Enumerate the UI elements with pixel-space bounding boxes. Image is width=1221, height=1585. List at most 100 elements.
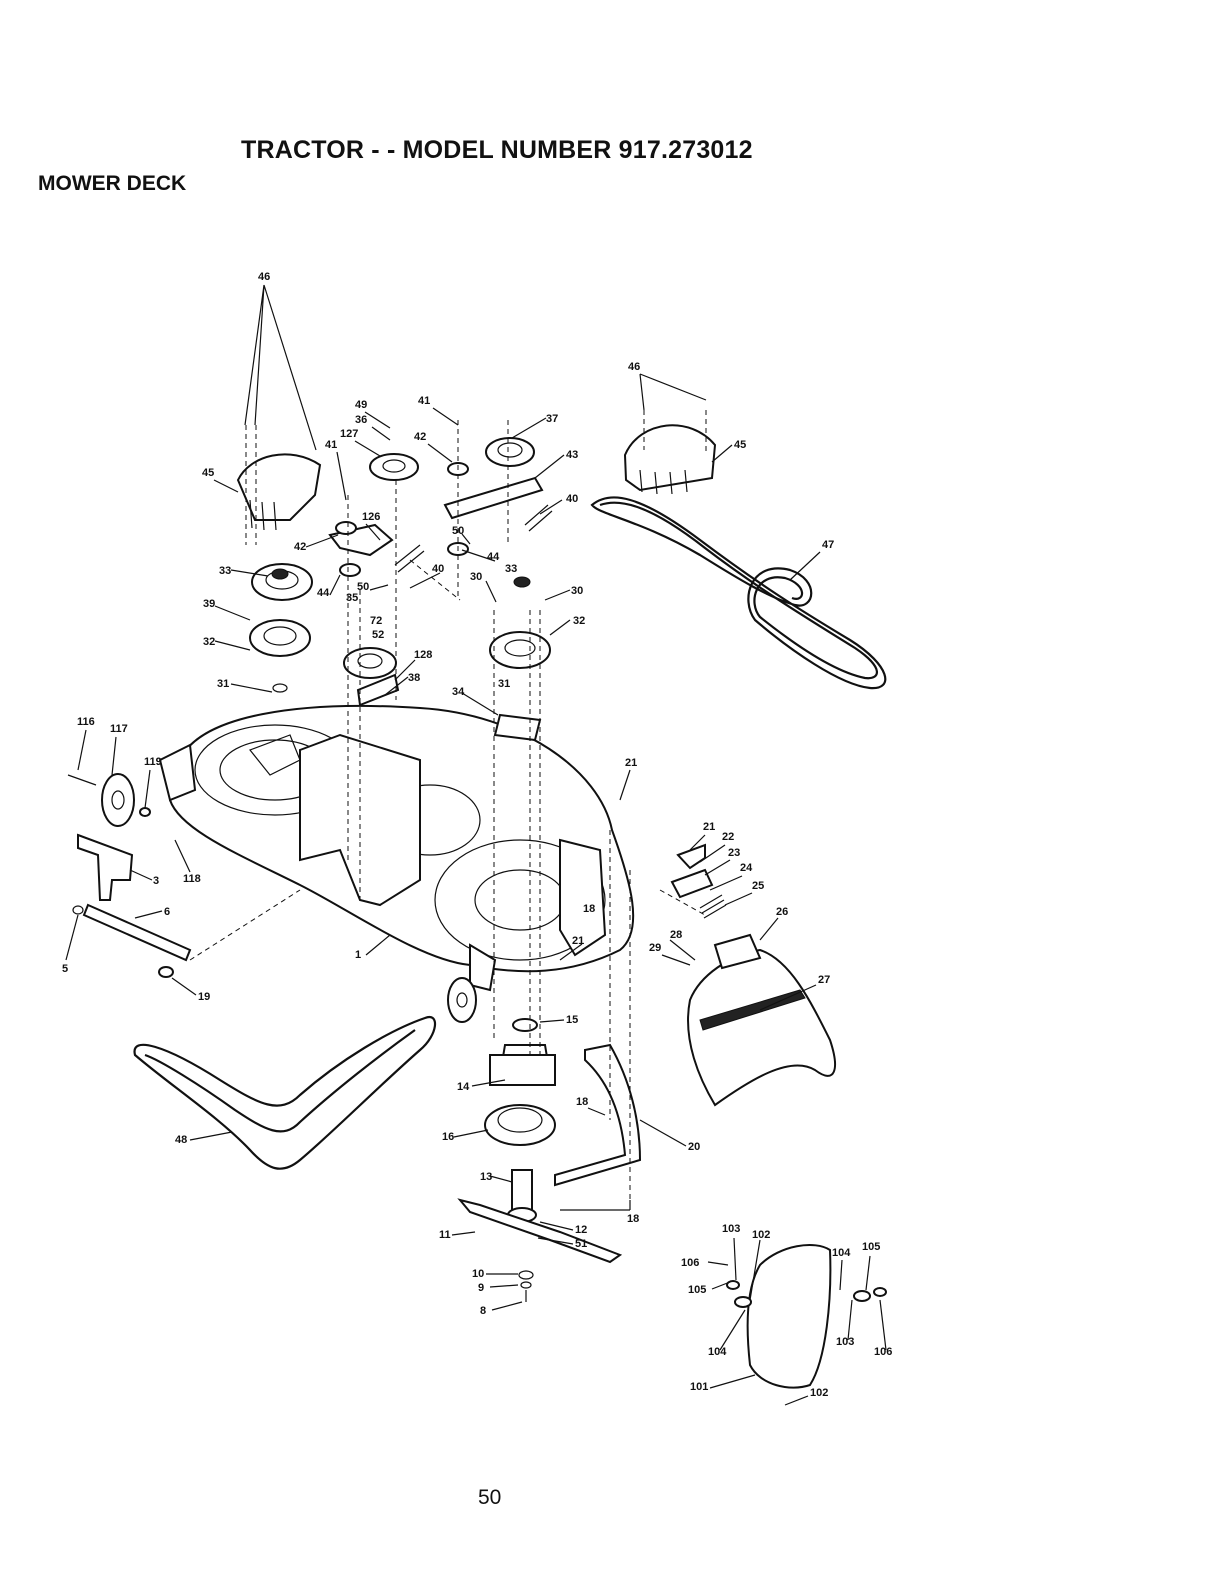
assembly-guide-lines (189, 410, 707, 1200)
mower-deck-housing (158, 704, 635, 1023)
callout-label: 40 (566, 493, 578, 505)
callout-label: 46 (628, 361, 640, 373)
callout-label: 103 (722, 1223, 740, 1235)
left-pulley-stack (249, 563, 313, 693)
callout-label: 37 (546, 413, 558, 425)
callout-label: 1 (355, 949, 361, 961)
callout-label: 10 (472, 1268, 484, 1280)
callout-label: 40 (432, 563, 444, 575)
callout-label: 126 (362, 511, 380, 523)
callout-label: 6 (164, 906, 170, 918)
callout-label: 117 (110, 723, 128, 735)
callout-label: 18 (583, 903, 595, 915)
callout-label: 9 (478, 1282, 484, 1294)
callout-label: 29 (649, 942, 661, 954)
callout-label: 21 (572, 935, 584, 947)
right-idler-assembly (443, 437, 553, 556)
callout-label: 42 (294, 541, 306, 553)
callout-label: 116 (77, 716, 95, 728)
left-hanger-bracket (72, 833, 192, 978)
center-idler-assembly (328, 453, 425, 707)
callout-label: 102 (752, 1229, 770, 1241)
discharge-chute (687, 933, 836, 1107)
callout-label: 18 (627, 1213, 639, 1225)
callout-label: 22 (722, 831, 734, 843)
callout-label: 23 (728, 847, 740, 859)
callout-label: 47 (822, 539, 834, 551)
callout-label: 32 (203, 636, 215, 648)
callout-label: 26 (776, 906, 788, 918)
callout-label: 42 (414, 431, 426, 443)
spindle-assembly (484, 1018, 556, 1223)
deck-belt (590, 496, 887, 690)
callout-labels: 46 49 36 127 41 42 37 43 46 45 41 45 126… (62, 271, 892, 1399)
callout-label: 12 (575, 1224, 587, 1236)
chute-hinge-bracket (670, 843, 727, 919)
callout-label: 11 (439, 1229, 451, 1241)
baffle (554, 1043, 642, 1187)
callout-label: 34 (452, 686, 465, 698)
callout-label: 35 (346, 592, 358, 604)
callout-label: 31 (217, 678, 229, 690)
mower-blade (457, 1198, 623, 1302)
callout-label: 8 (480, 1305, 486, 1317)
callout-label: 127 (340, 428, 358, 440)
callout-label: 105 (688, 1284, 706, 1296)
callout-label: 41 (325, 439, 337, 451)
grass-deflector (726, 1244, 887, 1389)
page-number: 50 (478, 1486, 502, 1509)
leader-lines (65, 284, 887, 1406)
callout-label: 103 (836, 1336, 854, 1348)
left-belt-cover (236, 453, 322, 531)
callout-label: 39 (203, 598, 215, 610)
callout-label: 20 (688, 1141, 700, 1153)
callout-label: 51 (575, 1238, 587, 1250)
right-belt-cover (623, 424, 717, 495)
callout-label: 45 (202, 467, 214, 479)
callout-label: 16 (442, 1131, 454, 1143)
callout-label: 44 (487, 551, 500, 563)
callout-label: 49 (355, 399, 367, 411)
callout-label: 24 (740, 862, 753, 874)
callout-label: 19 (198, 991, 210, 1003)
section-title: MOWER DECK (38, 172, 187, 195)
callout-label: 13 (480, 1171, 492, 1183)
callout-label: 25 (752, 880, 764, 892)
callout-label: 44 (317, 587, 330, 599)
callout-label: 38 (408, 672, 420, 684)
callout-label: 50 (357, 581, 369, 593)
callout-label: 3 (153, 875, 159, 887)
callout-label: 33 (219, 565, 231, 577)
callout-label: 101 (690, 1381, 708, 1393)
deck-belt-inner (599, 501, 878, 680)
callout-label: 5 (62, 963, 68, 975)
callout-label: 128 (414, 649, 432, 661)
callout-label: 36 (355, 414, 367, 426)
callout-label: 119 (144, 756, 162, 768)
callout-label: 46 (258, 271, 270, 283)
callout-label: 21 (625, 757, 637, 769)
callout-label: 118 (183, 873, 201, 885)
callout-label: 43 (566, 449, 578, 461)
callout-label: 106 (681, 1257, 699, 1269)
callout-label: 106 (874, 1346, 892, 1358)
callout-label: 14 (457, 1081, 470, 1093)
callout-label: 52 (372, 629, 384, 641)
callout-label: 104 (708, 1346, 727, 1358)
callout-label: 72 (370, 615, 382, 627)
callout-label: 15 (566, 1014, 578, 1026)
callout-label: 31 (498, 678, 510, 690)
right-pulley-stack (489, 576, 551, 742)
callout-label: 32 (573, 615, 585, 627)
drive-belt-inner (144, 1029, 416, 1133)
callout-label: 50 (452, 525, 464, 537)
callout-label: 105 (862, 1241, 880, 1253)
callout-label: 27 (818, 974, 830, 986)
left-gauge-wheel (67, 773, 151, 827)
callout-label: 30 (470, 571, 482, 583)
page-title: TRACTOR - - MODEL NUMBER 917.273012 (241, 136, 753, 164)
callout-label: 41 (418, 395, 430, 407)
callout-label: 33 (505, 563, 517, 575)
callout-label: 48 (175, 1134, 187, 1146)
